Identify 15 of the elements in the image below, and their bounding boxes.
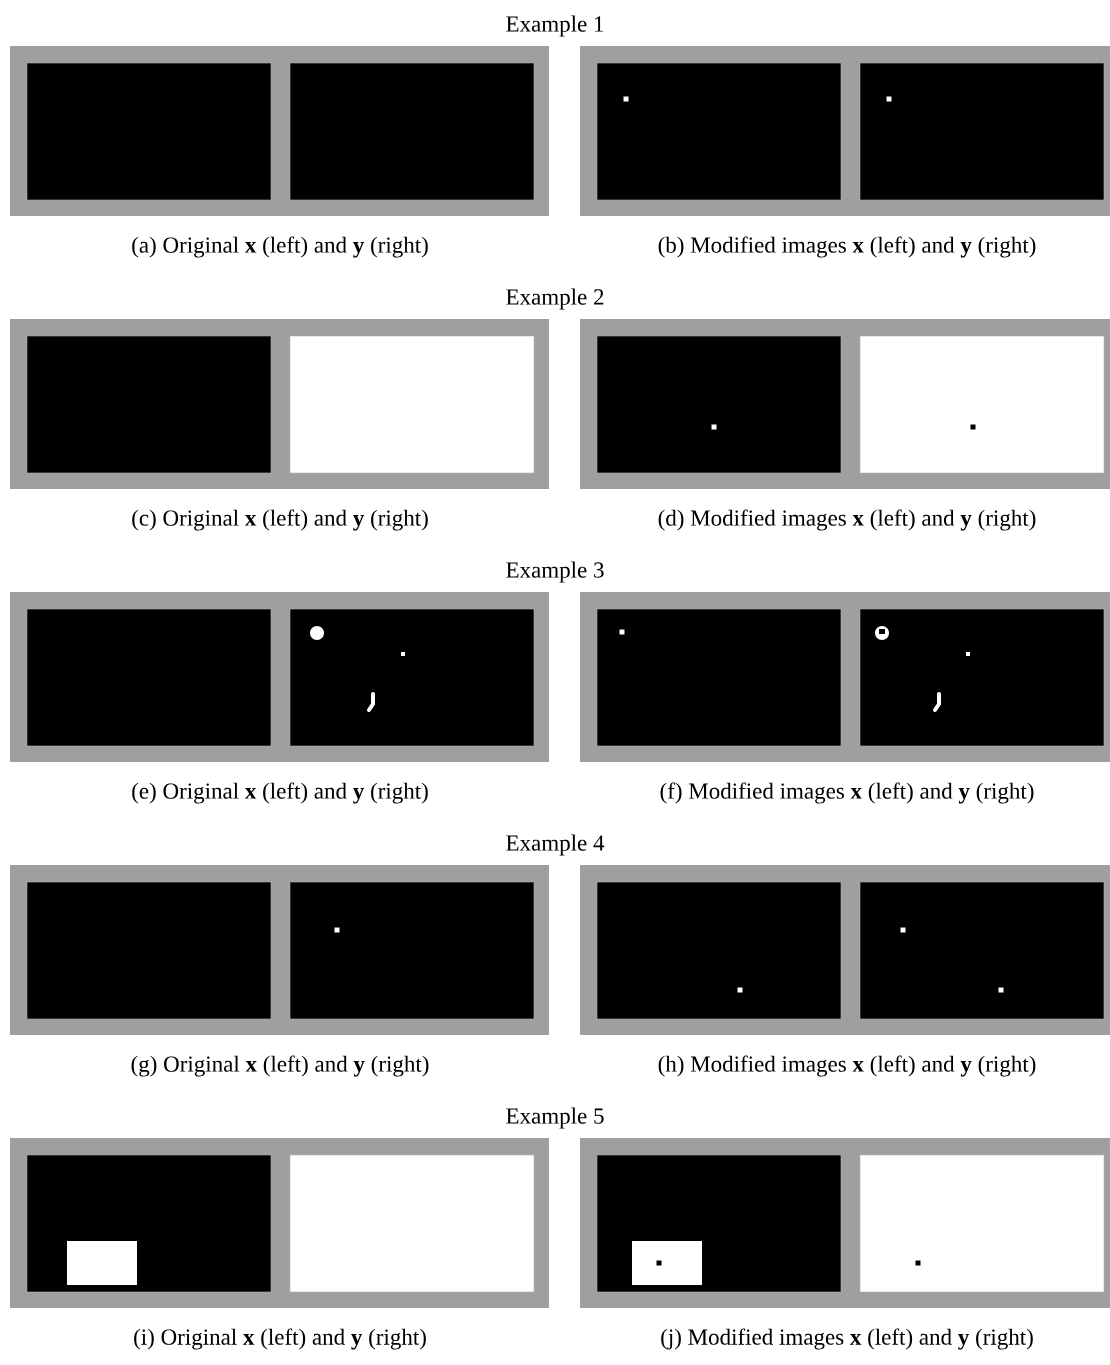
caption: (i) Original x (left) and y (right)	[134, 1328, 426, 1350]
caption: (d) Modified images x (left) and y (right)	[658, 509, 1036, 531]
caption: (b) Modified images x (left) and y (right)	[658, 236, 1036, 258]
caption: (e) Original x (left) and y (right)	[132, 782, 428, 804]
example-heading: Example 4	[506, 834, 605, 856]
example-heading: Example 3	[506, 561, 604, 583]
caption: (h) Modified images x (left) and y (right)	[658, 1055, 1036, 1077]
caption: (j) Modified images x (left) and y (right)	[661, 1328, 1033, 1350]
caption: (a) Original x (left) and y (right)	[132, 236, 428, 258]
example-heading: Example 5	[506, 1107, 604, 1129]
example-heading: Example 1	[506, 15, 604, 37]
caption: (f) Modified images x (left) and y (right)	[660, 782, 1034, 804]
example-heading: Example 2	[506, 288, 604, 310]
caption: (g) Original x (left) and y (right)	[131, 1055, 429, 1077]
caption: (c) Original x (left) and y (right)	[132, 509, 428, 531]
